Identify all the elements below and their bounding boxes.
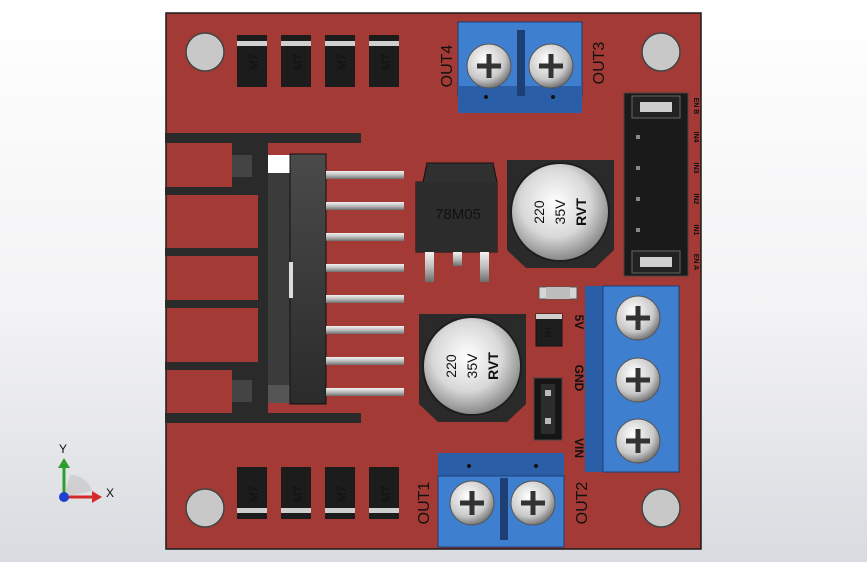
diode: M7 bbox=[325, 467, 355, 519]
capacitor-voltage: 35V bbox=[464, 353, 480, 379]
terminal-label-out1: OUT1 bbox=[416, 482, 433, 525]
terminal-label-out4: OUT4 bbox=[439, 45, 456, 88]
diode-label: M7 bbox=[291, 485, 305, 502]
heatsink bbox=[165, 133, 361, 423]
terminal-label-out2: OUT2 bbox=[574, 482, 591, 525]
diode-label: M7 bbox=[247, 485, 261, 502]
diode: M7 bbox=[281, 35, 311, 87]
mounting-hole-bottom-right bbox=[641, 488, 681, 528]
capacitor-voltage: 35V bbox=[552, 199, 568, 225]
diode: M7 bbox=[369, 35, 399, 87]
axis-x-label: X bbox=[106, 486, 114, 500]
diode-label: M7 bbox=[379, 485, 393, 502]
electrolytic-capacitor-upper: 220 35V RVT bbox=[507, 160, 614, 268]
diode: M7 bbox=[237, 35, 267, 87]
mounting-hole-bottom-left bbox=[185, 488, 225, 528]
header-label-ena: EN A bbox=[692, 254, 699, 270]
voltage-regulator: 78M05 bbox=[415, 162, 498, 282]
terminal-label-5v: 5V bbox=[572, 315, 586, 330]
diode: M7 bbox=[325, 35, 355, 87]
axis-triad: Y X bbox=[58, 442, 114, 503]
capacitor-brand: RVT bbox=[573, 198, 589, 226]
driver-chip-pins bbox=[326, 171, 404, 396]
origin-icon bbox=[59, 492, 69, 502]
terminal-block-bottom bbox=[437, 453, 565, 548]
axis-y-label: Y bbox=[59, 442, 67, 456]
smd-diode-label: M7 bbox=[544, 326, 553, 338]
diode-label: M7 bbox=[291, 53, 305, 70]
header-label-in1: IN1 bbox=[692, 225, 699, 236]
smd-diode: M7 bbox=[535, 313, 563, 347]
diode-label: M7 bbox=[379, 53, 393, 70]
capacitor-value: 220 bbox=[443, 354, 459, 378]
diode: M7 bbox=[369, 467, 399, 519]
power-jumper[interactable] bbox=[533, 377, 563, 441]
control-header bbox=[623, 92, 689, 277]
mounting-hole-top-left bbox=[185, 32, 225, 72]
diode: M7 bbox=[237, 467, 267, 519]
terminal-label-out3: OUT3 bbox=[591, 42, 608, 85]
capacitor-brand: RVT bbox=[485, 352, 501, 380]
header-pin-labels: EN B IN4 IN3 IN2 IN1 EN A bbox=[692, 98, 699, 271]
terminal-label-gnd: GND bbox=[572, 365, 586, 392]
header-label-in3: IN3 bbox=[692, 163, 699, 174]
diode-label: M7 bbox=[335, 485, 349, 502]
mounting-holes bbox=[185, 32, 681, 528]
terminal-block-top bbox=[457, 21, 583, 113]
diode-row-top: M7 M7 M7 M7 bbox=[237, 35, 399, 87]
header-label-in2: IN2 bbox=[692, 194, 699, 205]
driver-chip bbox=[289, 153, 327, 405]
mounting-hole-top-right bbox=[641, 32, 681, 72]
diode-label: M7 bbox=[247, 53, 261, 70]
terminal-label-vin: VIN bbox=[572, 438, 586, 458]
terminal-block-power bbox=[585, 285, 680, 473]
diode-label: M7 bbox=[335, 53, 349, 70]
diode-row-bottom: M7 M7 M7 M7 bbox=[237, 467, 399, 519]
header-label-in4: IN4 bbox=[692, 132, 699, 143]
diode: M7 bbox=[281, 467, 311, 519]
capacitor-value: 220 bbox=[531, 200, 547, 224]
header-label-enb: EN B bbox=[692, 98, 699, 115]
electrolytic-capacitor-lower: 220 35V RVT bbox=[419, 314, 526, 422]
regulator-label: 78M05 bbox=[435, 206, 481, 223]
